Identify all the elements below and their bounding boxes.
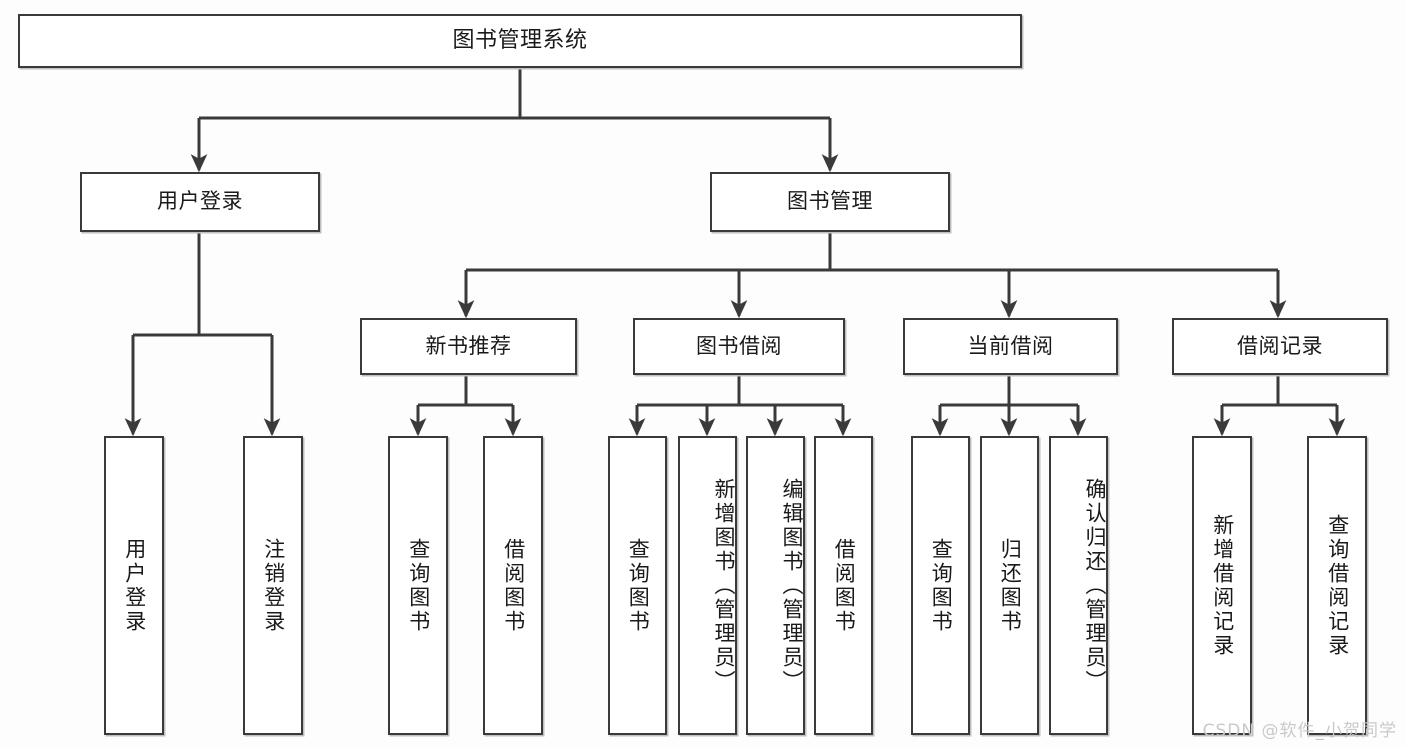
node-book-borrow[interactable]: 图书借阅 [633,318,845,375]
node-user-login[interactable]: 用户登录 [80,172,320,232]
node-book-management-label: 图书管理 [787,189,873,214]
leaf-user-login[interactable]: 用户登录 [104,436,164,735]
csdn-watermark: CSDN @软件_小贺同学 [1202,721,1397,741]
leaf-add-borrow-record[interactable]: 新增借阅记录 [1192,436,1252,735]
node-new-book-recommend[interactable]: 新书推荐 [360,318,577,375]
leaf-query-book-borrow-label: 查询图书 [626,537,651,634]
leaf-confirm-return-admin-label: 确认归还（管理员） [1083,477,1107,694]
leaf-query-borrow-record[interactable]: 查询借阅记录 [1307,436,1367,735]
leaf-query-book-newbook[interactable]: 查询图书 [388,436,448,735]
leaf-edit-book-admin[interactable]: 编辑图书（管理员） [746,436,805,735]
leaf-query-book-newbook-label: 查询图书 [406,537,431,634]
node-current-borrow[interactable]: 当前借阅 [903,318,1118,375]
node-book-borrow-label: 图书借阅 [696,333,782,358]
node-book-management[interactable]: 图书管理 [710,172,950,232]
leaf-add-borrow-record-label: 新增借阅记录 [1210,513,1235,658]
node-borrow-records-label: 借阅记录 [1237,333,1323,358]
leaf-add-book-admin[interactable]: 新增图书（管理员） [678,436,737,735]
leaf-borrow-book-borrow-label: 借阅图书 [832,537,857,634]
leaf-add-book-admin-label: 新增图书（管理员） [712,477,736,694]
leaf-query-book-current[interactable]: 查询图书 [911,436,970,735]
leaf-query-book-borrow[interactable]: 查询图书 [608,436,667,735]
leaf-confirm-return-admin[interactable]: 确认归还（管理员） [1049,436,1108,735]
leaf-user-login-label: 用户登录 [122,537,147,634]
node-current-borrow-label: 当前借阅 [967,333,1054,358]
leaf-borrow-book-borrow[interactable]: 借阅图书 [814,436,873,735]
leaf-query-borrow-record-label: 查询借阅记录 [1325,513,1350,658]
leaf-borrow-book-newbook[interactable]: 借阅图书 [483,436,543,735]
leaf-return-book-label: 归还图书 [998,537,1023,634]
leaf-logout[interactable]: 注销登录 [243,436,303,735]
node-root-label: 图书管理系统 [452,27,588,53]
node-new-book-recommend-label: 新书推荐 [425,333,512,358]
leaf-return-book[interactable]: 归还图书 [980,436,1039,735]
leaf-logout-label: 注销登录 [261,537,286,634]
node-root[interactable]: 图书管理系统 [18,14,1022,68]
leaf-query-book-current-label: 查询图书 [929,537,954,634]
node-user-login-label: 用户登录 [157,189,243,214]
leaf-edit-book-admin-label: 编辑图书（管理员） [780,477,804,694]
leaf-borrow-book-newbook-label: 借阅图书 [501,537,526,634]
node-borrow-records[interactable]: 借阅记录 [1172,318,1388,375]
